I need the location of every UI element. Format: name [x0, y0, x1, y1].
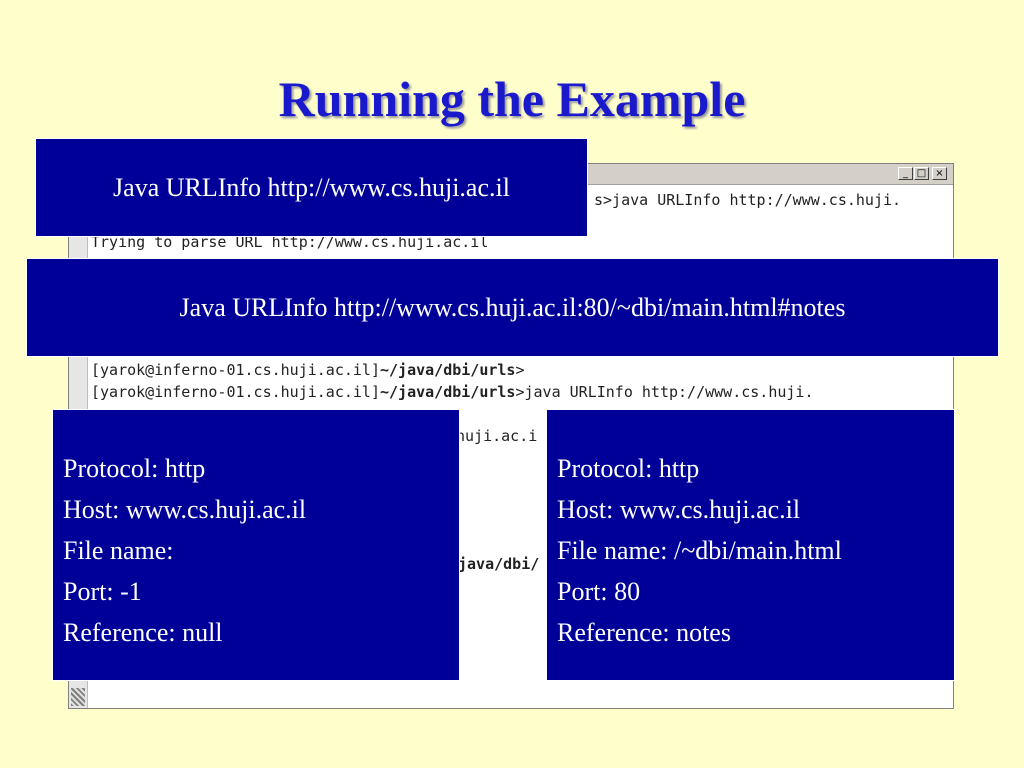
- host-line: Host: www.cs.huji.ac.il: [557, 495, 801, 524]
- scrollbar-thumb[interactable]: [71, 688, 85, 706]
- port-line: Port: -1: [63, 577, 142, 606]
- reference-line: Reference: null: [63, 618, 223, 647]
- result-callout-1: Protocol: http Host: www.cs.huji.ac.il F…: [52, 409, 460, 681]
- maximize-button[interactable]: □: [914, 167, 929, 180]
- file-name-line: File name: /~dbi/main.html: [557, 536, 842, 565]
- command-callout-2: Java URLInfo http://www.cs.huji.ac.il:80…: [26, 258, 999, 357]
- terminal-line: Trying to parse URL http://www.cs.huji.a…: [91, 233, 489, 251]
- terminal-line: java/dbi/: [458, 555, 540, 573]
- protocol-line: Protocol: http: [557, 454, 700, 483]
- reference-line: Reference: notes: [557, 618, 731, 647]
- protocol-line: Protocol: http: [63, 454, 206, 483]
- result-callout-2: Protocol: http Host: www.cs.huji.ac.il F…: [546, 409, 955, 681]
- command-text: Java URLInfo http://www.cs.huji.ac.il: [113, 172, 510, 202]
- command-text: Java URLInfo http://www.cs.huji.ac.il:80…: [179, 292, 846, 322]
- slide-title: Running the Example: [278, 71, 746, 127]
- file-name-line: File name:: [63, 536, 174, 565]
- terminal-line: s>java URLInfo http://www.cs.huji.: [594, 191, 902, 209]
- terminal-line: [yarok@inferno-01.cs.huji.ac.il]~/java/d…: [91, 383, 814, 401]
- port-line: Port: 80: [557, 577, 641, 606]
- command-callout-1: Java URLInfo http://www.cs.huji.ac.il: [35, 138, 588, 237]
- minimize-button[interactable]: _: [898, 167, 913, 180]
- window-controls: _ □ ×: [898, 167, 947, 180]
- host-line: Host: www.cs.huji.ac.il: [63, 495, 307, 524]
- terminal-line: huji.ac.i: [456, 427, 538, 445]
- close-button[interactable]: ×: [932, 167, 947, 180]
- terminal-line: [yarok@inferno-01.cs.huji.ac.il]~/java/d…: [91, 361, 525, 379]
